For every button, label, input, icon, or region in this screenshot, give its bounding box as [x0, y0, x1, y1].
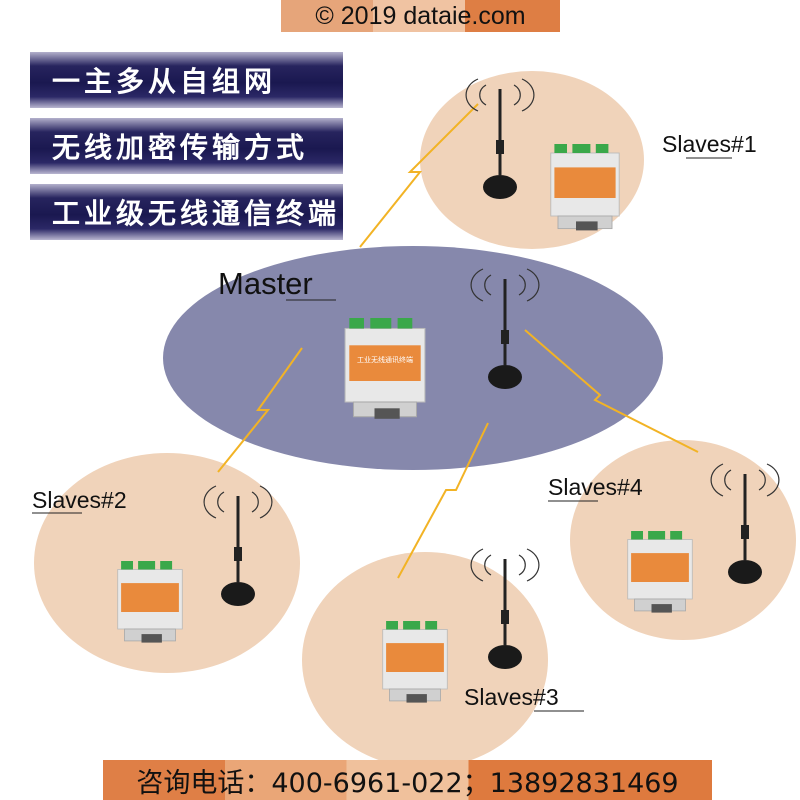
feature-networking: 一主多从自组网	[30, 52, 343, 108]
wireless-links	[217, 103, 699, 579]
slave1-label: Slaves#1	[662, 131, 757, 157]
copyright-banner: © 2019 dataie.com	[281, 0, 560, 32]
feature-industrial: 工业级无线通信终端	[30, 184, 343, 240]
link-slave1	[359, 103, 479, 248]
link-slave3	[397, 422, 489, 579]
master-label: Master	[218, 266, 313, 301]
slave4-label: Slaves#4	[548, 474, 643, 500]
slave2-label: Slaves#2	[32, 487, 127, 513]
slave3-label: Slaves#3	[464, 684, 559, 710]
link-slave4	[524, 329, 699, 453]
feature-encryption: 无线加密传输方式	[30, 118, 343, 174]
link-slave2	[217, 347, 303, 473]
master-device-label: 工业无线通讯终端	[357, 355, 413, 364]
contact-banner: 咨询电话：400-6961-022；13892831469	[103, 760, 712, 800]
